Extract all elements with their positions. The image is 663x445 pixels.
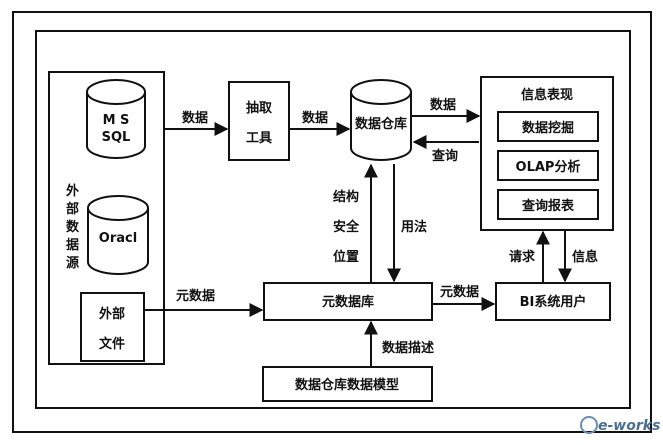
external-sources-label-3: 数 [66, 219, 80, 235]
external-sources-label-5: 源 [66, 255, 79, 271]
query-report-label: 查询报表 [521, 198, 575, 214]
external-file-box [80, 292, 145, 362]
oracle-label: Oracl [99, 231, 137, 246]
bi-user-box [495, 282, 611, 321]
edge-label-wh-to-info: 数据 [430, 97, 456, 113]
outer-frame [12, 11, 652, 433]
edge-label-file-to-meta: 元数据 [176, 288, 215, 304]
data-mining-box [497, 111, 599, 142]
edge-label-src-to-tool: 数据 [182, 110, 208, 126]
external-file-label-2: 文件 [99, 336, 125, 352]
eworks-watermark-logo: e-works [580, 416, 660, 434]
edge-label-bi-request: 请求 [509, 249, 536, 265]
info-panel-title: 信息表现 [521, 87, 573, 103]
model-box [262, 366, 433, 402]
extract-tool-label-2: 工具 [246, 131, 272, 146]
edge-label-usage: 用法 [400, 219, 427, 235]
query-report-box [497, 189, 599, 220]
warehouse-cylinder: 数据仓库 [350, 79, 412, 161]
metadata-db-box [263, 282, 433, 321]
data-mining-label: 数据挖掘 [522, 120, 574, 136]
olap-box [497, 150, 599, 181]
edge-label-structure: 结构 [333, 189, 359, 205]
external-sources-label-2: 部 [66, 201, 79, 217]
external-sources-label-1: 外 [65, 183, 79, 199]
edge-label-meta-to-bi: 元数据 [440, 284, 479, 300]
edge-label-tool-to-wh: 数据 [302, 110, 328, 126]
ms-sql-label-2: SQL [102, 130, 131, 145]
extract-tool-box [228, 81, 290, 161]
warehouse-label: 数据仓库 [355, 116, 407, 132]
edge-label-bi-info: 信息 [572, 249, 598, 265]
external-sources-label-4: 据 [66, 237, 79, 253]
ms-sql-cylinder: M S SQL [86, 79, 146, 159]
bi-user-label: BI系统用户 [520, 294, 587, 310]
watermark-text: e-works [598, 418, 660, 434]
olap-label: OLAP分析 [516, 159, 581, 175]
edge-label-security: 安全 [333, 219, 360, 235]
edge-label-info-to-wh: 查询 [431, 148, 458, 164]
edge-label-model-desc: 数据描述 [382, 340, 434, 356]
external-file-label-1: 外部 [98, 306, 125, 322]
ms-sql-label-1: M S [103, 113, 130, 128]
model-label: 数据仓库数据模型 [295, 377, 399, 393]
edge-label-location: 位置 [333, 249, 359, 265]
inner-frame [35, 30, 631, 409]
extract-tool-label-1: 抽取 [246, 100, 273, 116]
metadata-db-label: 元数据库 [322, 294, 374, 310]
oracle-cylinder: Oracl [87, 195, 149, 275]
